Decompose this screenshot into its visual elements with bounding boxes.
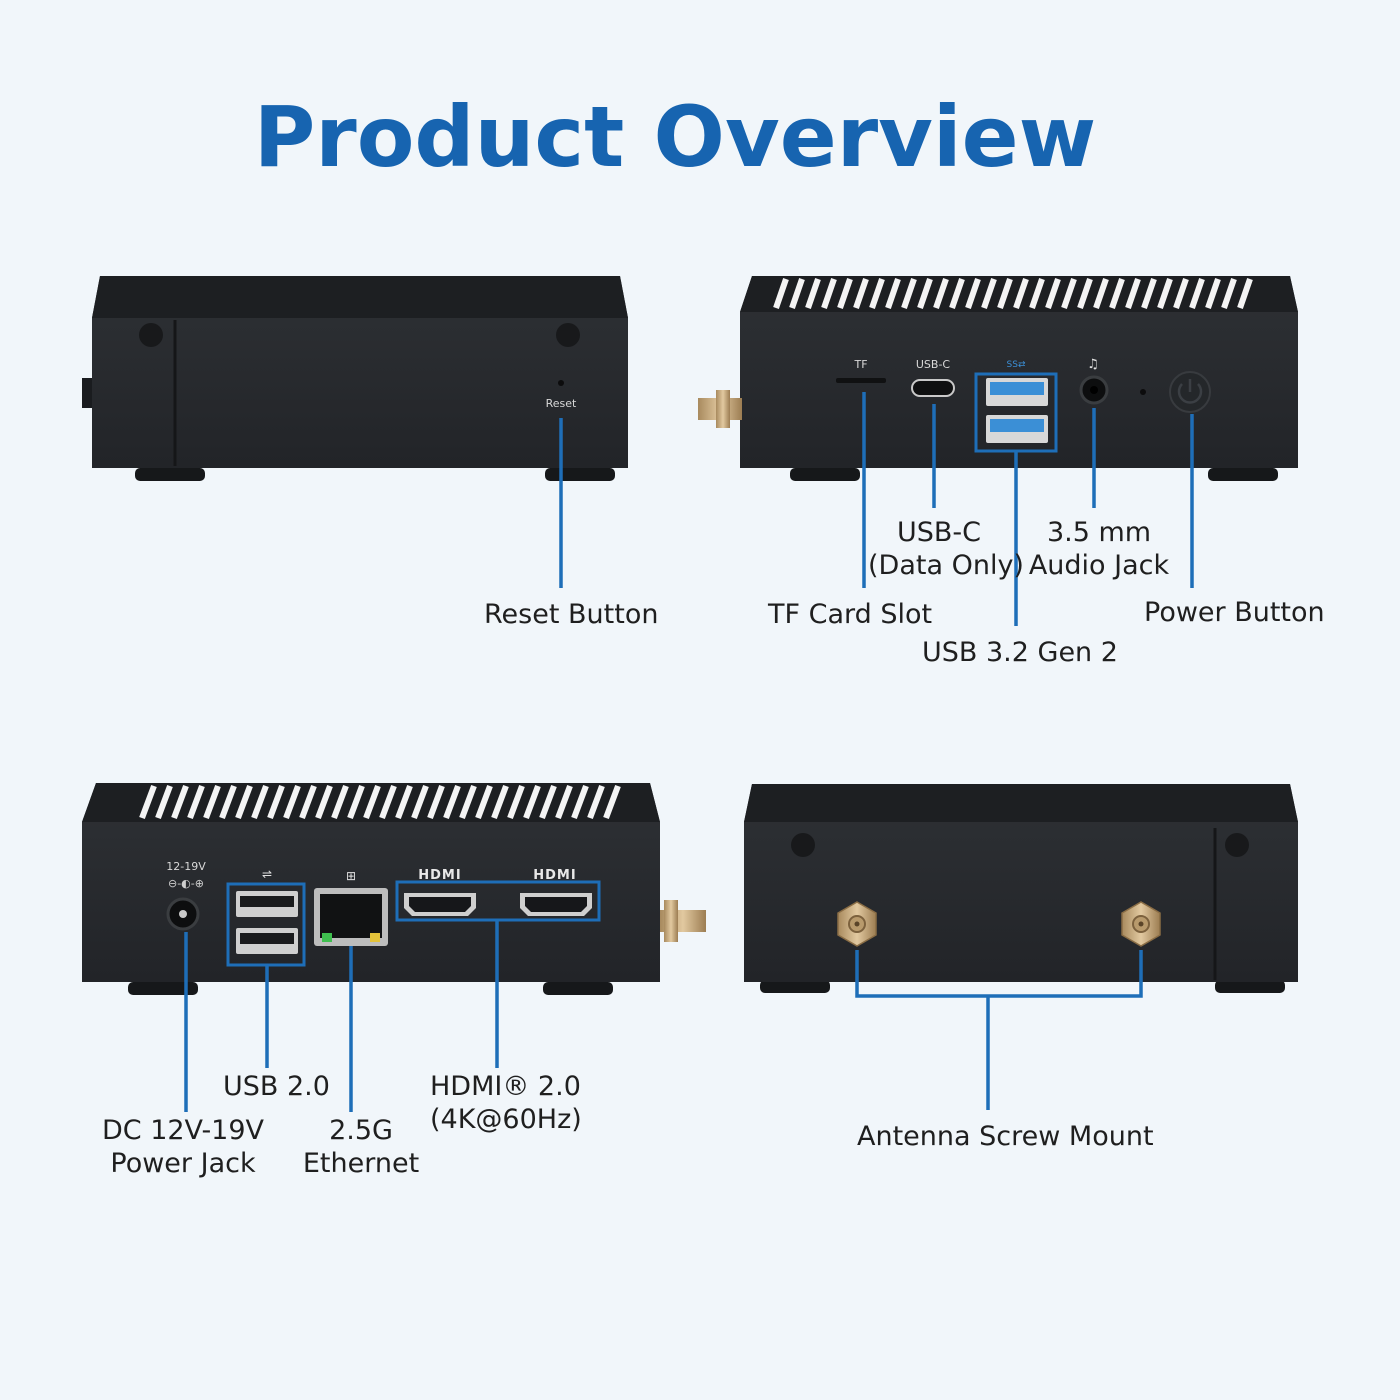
label-power-button: Power Button (1144, 597, 1325, 628)
tf-mark: TF (853, 358, 867, 371)
hdmi-highlight-box (395, 880, 601, 922)
network-icon: ⊞ (346, 869, 356, 883)
antenna-screw-mount-left (837, 901, 877, 947)
usb3-port-bottom (986, 415, 1048, 443)
device-rear-view: 12-19V ⊖-◐-⊕ ⇌ ⊞ HDMI HDMI (82, 783, 706, 995)
label-tf-card-slot: TF Card Slot (768, 599, 933, 630)
device-side-view-reset: Reset (82, 276, 628, 481)
label-usb-c-line1: USB-C (896, 517, 982, 548)
device-foot (1215, 980, 1285, 993)
usb2-port-top (236, 891, 298, 917)
hdmi-mark-2: HDMI (533, 868, 576, 883)
usb-c-port (911, 379, 955, 397)
label-antenna-screw-mount: Antenna Screw Mount (857, 1121, 1154, 1152)
antenna-screw-mount-right (1121, 901, 1161, 947)
label-eth-line2: Ethernet (302, 1148, 420, 1179)
usb2-highlight-box (226, 882, 306, 967)
label-dc-power-jack: DC 12V-19V Power Jack (100, 1114, 266, 1180)
label-usb-20: USB 2.0 (223, 1071, 330, 1102)
device-foot (790, 468, 860, 481)
screw-hole (139, 323, 163, 347)
device-foot (1208, 468, 1278, 481)
label-eth-line1: 2.5G (329, 1115, 393, 1146)
usb-c-mark: USB-C (916, 358, 951, 371)
antenna-connector (698, 390, 742, 428)
callout-lines (184, 392, 1194, 1112)
label-hdmi: HDMI® 2.0 (4K@60Hz) (430, 1070, 582, 1136)
dc-voltage-mark: 12-19V (166, 860, 206, 873)
reset-pinhole (558, 380, 564, 386)
tf-card-slot (836, 378, 886, 383)
device-front-view: TF USB-C SS⇄ ♫ (698, 276, 1298, 481)
label-usb-32-gen2: USB 3.2 Gen 2 (922, 637, 1118, 668)
usb3-logo-icon: SS⇄ (1007, 360, 1026, 370)
usb3-highlight-box (974, 372, 1058, 453)
label-usb-c-line2: (Data Only) (868, 550, 1024, 581)
ethernet-port (314, 888, 388, 946)
label-reset-button: Reset Button (484, 599, 659, 630)
device-foot (545, 468, 615, 481)
label-hdmi-line1: HDMI® 2.0 (430, 1071, 581, 1102)
hdmi-port-1 (404, 893, 476, 916)
dc-polarity-icon: ⊖-◐-⊕ (168, 877, 204, 890)
usb2-port-bottom (236, 928, 298, 954)
antenna-connector (660, 900, 706, 942)
screw-hole (791, 833, 815, 857)
hdmi-port-2 (520, 893, 592, 916)
label-audio-jack: 3.5 mm Audio Jack (1028, 516, 1170, 582)
device-foot (128, 982, 198, 995)
device-foot (135, 468, 205, 481)
headphone-icon: ♫ (1087, 357, 1099, 372)
label-hdmi-line2: (4K@60Hz) (430, 1104, 582, 1135)
device-side-view-antenna (744, 784, 1298, 993)
label-dc-line1: DC 12V-19V (101, 1115, 265, 1146)
usb-icon: ⇌ (262, 867, 272, 881)
label-dc-line2: Power Jack (110, 1148, 256, 1179)
device-foot (543, 982, 613, 995)
label-audio-line1: 3.5 mm (1046, 517, 1152, 548)
reset-mark: Reset (546, 397, 577, 410)
power-button-icon (1169, 371, 1211, 413)
label-audio-line2: Audio Jack (1028, 550, 1170, 581)
vent-slots (139, 784, 621, 820)
page-title: Product Overview (253, 88, 1097, 186)
vent-slots (773, 278, 1253, 309)
status-led (1140, 389, 1146, 395)
hdmi-mark-1: HDMI (418, 868, 461, 883)
device-foot (760, 980, 830, 993)
screw-hole (556, 323, 580, 347)
usb3-port-top (986, 378, 1048, 406)
callout-bracket-antenna (855, 950, 1143, 998)
label-ethernet: 2.5G Ethernet (298, 1114, 424, 1180)
label-usb-c: USB-C (Data Only) (868, 516, 1024, 582)
screw-hole (1225, 833, 1249, 857)
